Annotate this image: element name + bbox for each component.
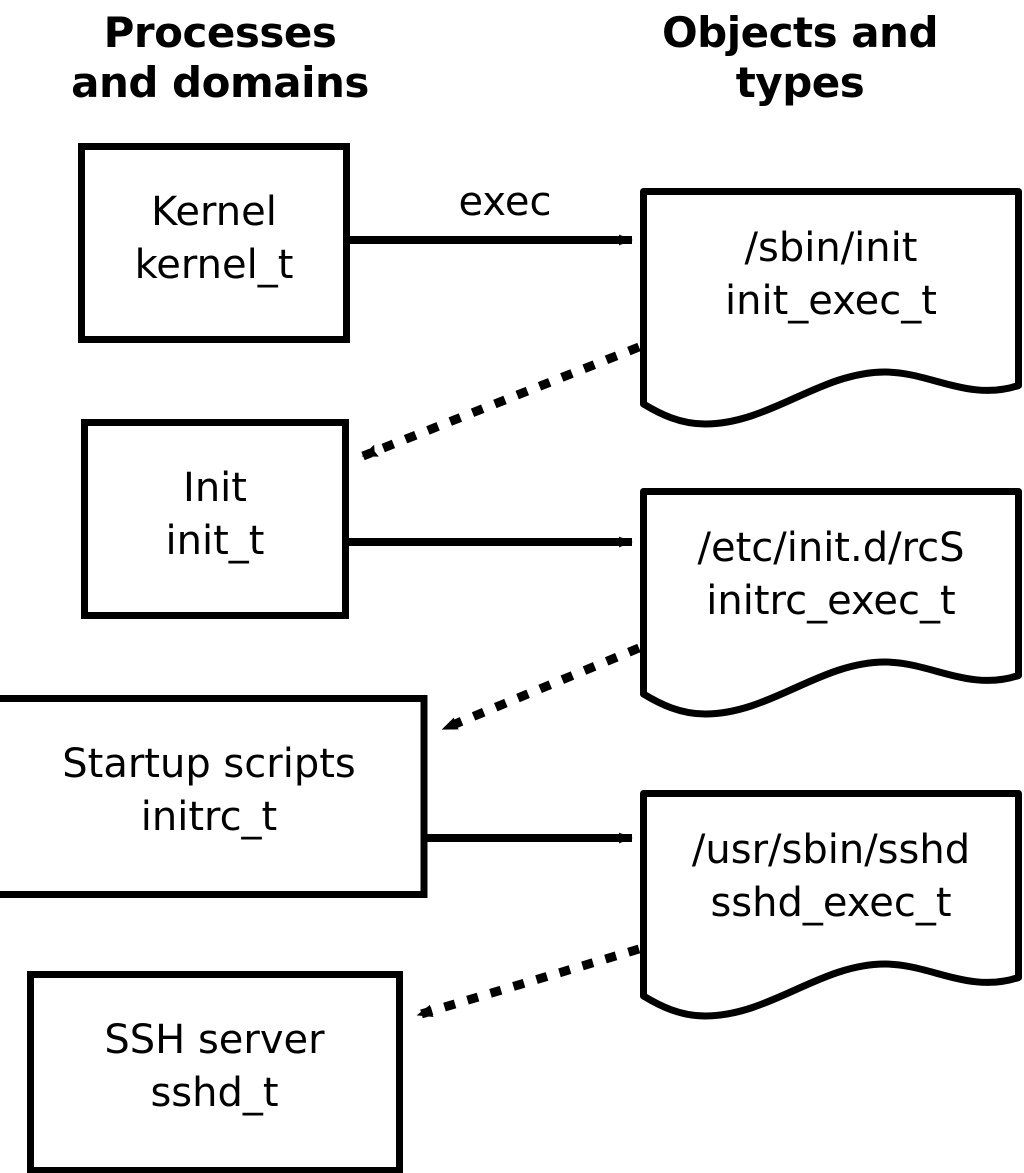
domain-box-sshd[interactable]: [27, 971, 403, 1173]
object-doc-init-exec[interactable]: [640, 188, 1022, 428]
column-title-processes: Processes and domains: [71, 8, 369, 107]
domain-box-kernel[interactable]: [78, 143, 350, 343]
domain-box-initrc[interactable]: [0, 695, 428, 898]
edge-initrc-exec-transition-initrc: [441, 643, 641, 734]
edge-sshd-exec-transition-sshd: [416, 944, 641, 1020]
domain-box-init[interactable]: [81, 419, 349, 619]
edge-label-exec: exec: [458, 179, 552, 225]
column-title-objects: Objects and types: [661, 8, 939, 107]
object-doc-initrc-exec[interactable]: [640, 488, 1022, 718]
object-doc-sshd-exec[interactable]: [640, 790, 1022, 1020]
edge-init-exec-transition-init: [361, 342, 641, 461]
